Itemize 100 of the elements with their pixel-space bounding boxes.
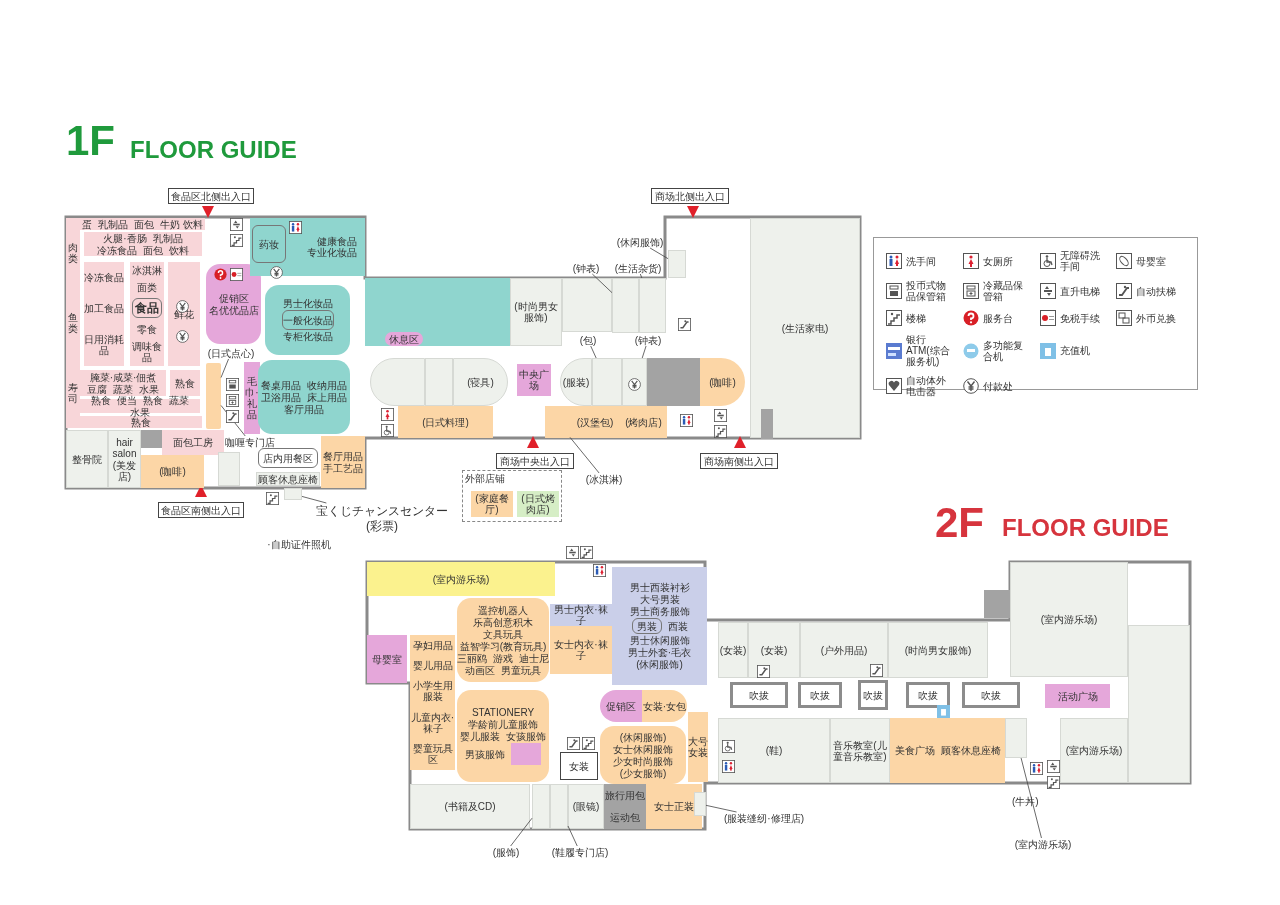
area-label: (汉堡包) <box>576 416 614 428</box>
area-label: (日式烤肉店) <box>520 493 556 515</box>
area-label: STATIONERY <box>471 707 535 718</box>
leader-line <box>569 436 600 474</box>
area-label: 加工食品 <box>84 303 124 314</box>
area-label: 蔬菜 <box>169 394 189 406</box>
entrance-sign <box>560 752 598 780</box>
legend-label: 冷藏品保管箱 <box>982 280 1024 302</box>
store-area <box>600 690 642 722</box>
legend-label: 无障碍洗手间 <box>1059 250 1101 272</box>
area-label: (钟表) <box>572 262 600 274</box>
store-area <box>1005 718 1027 758</box>
store-area <box>984 590 1010 618</box>
area-label: 男孩服饰 <box>465 748 505 760</box>
area-label: 毛巾·礼品 <box>244 376 260 420</box>
leader-line <box>1020 757 1042 839</box>
area-label: (书籍及CD) <box>444 801 496 812</box>
store-area <box>700 358 745 406</box>
area-label: 餐桌用品 <box>261 379 301 391</box>
area-label: 婴儿服装 <box>460 731 500 742</box>
atrium-void <box>858 680 888 710</box>
store-area <box>365 278 510 346</box>
area-label: 男装 <box>636 620 657 632</box>
area-label: 卫浴用品 <box>261 391 301 403</box>
area-label: 动画区 <box>465 664 495 676</box>
store-area <box>600 726 686 784</box>
area-label: (美发店) <box>111 459 138 482</box>
area-label: (咖啡) <box>709 376 736 388</box>
area-label: (休闲服饰) <box>616 236 664 248</box>
store-area <box>244 362 260 434</box>
area-label: 一般化妆品 <box>282 314 333 326</box>
store-area <box>550 626 612 674</box>
area-label: 专柜化妆品 <box>282 331 333 342</box>
area-label: (少女服饰) <box>619 767 667 779</box>
store-area <box>562 278 612 332</box>
store-area <box>560 358 592 406</box>
store-area <box>218 452 240 486</box>
store-area <box>545 406 570 438</box>
store-area <box>604 784 646 806</box>
area-label: (寝具) <box>467 376 494 388</box>
store-area <box>170 370 200 396</box>
area-label: 火腿·香肠 <box>103 232 147 244</box>
floor-title: FLOOR GUIDE <box>130 137 297 163</box>
area-label: 宝くじチャンスセンター <box>316 503 448 518</box>
store-area <box>550 784 568 829</box>
area-label: 儿童内衣·袜子 <box>410 711 455 734</box>
leader-line <box>301 496 327 504</box>
area-label: (鞋) <box>765 745 783 756</box>
zone-outline <box>132 298 162 319</box>
store-area <box>80 370 166 396</box>
leader-line <box>641 345 647 359</box>
store-area <box>568 784 604 829</box>
area-label: 整骨院 <box>72 453 102 465</box>
area-label: 吹拔 <box>863 689 883 701</box>
area-label: 运动包 <box>610 812 640 823</box>
area-label: (室内游乐场) <box>1014 838 1072 850</box>
store-area <box>800 622 888 678</box>
area-label: 男士西装衬衫 <box>629 582 690 593</box>
store-area <box>532 784 550 829</box>
store-area <box>398 406 493 438</box>
store-area <box>168 262 200 366</box>
area-label: ·自助证件照机 <box>267 538 331 550</box>
store-area <box>612 278 639 333</box>
legend-label: 女厕所 <box>982 255 1013 267</box>
atrium-void <box>906 682 950 708</box>
area-label: 男士内衣·袜子 <box>553 604 609 626</box>
area-label: 腌菜·咸菜·佃煮 <box>89 371 157 383</box>
store-area <box>620 406 667 438</box>
area-label: (时尚男女服饰) <box>513 301 559 323</box>
store-area <box>206 264 261 344</box>
store-area <box>750 218 860 438</box>
store-area <box>1045 684 1110 708</box>
area-label: 女士休闲服饰 <box>613 743 673 755</box>
area-label: (休闲服饰) <box>636 659 683 670</box>
store-area <box>84 232 202 256</box>
store-area <box>453 358 508 406</box>
area-label: 蛋 <box>82 218 93 230</box>
area-label: 活动广场 <box>1057 690 1098 702</box>
store-area <box>748 622 800 678</box>
area-label: 遥控机器人 <box>478 604 528 616</box>
area-label: 鱼类 <box>67 312 79 334</box>
area-label: 乳制品 <box>98 218 129 230</box>
area-label: 孕妇用品 <box>412 639 453 651</box>
area-label: 咖喱专门店 <box>225 436 275 448</box>
area-label: (烤肉店) <box>625 416 662 428</box>
store-area <box>647 358 700 406</box>
area-label: 豆腐 <box>87 383 107 395</box>
area-label: (咖啡) <box>159 466 186 477</box>
area-label: 大号女装 <box>688 736 708 758</box>
area-label: 西装 <box>667 620 688 632</box>
area-label: 手工艺品 <box>323 462 363 474</box>
store-area <box>410 635 455 770</box>
area-label: 面包 <box>134 218 155 230</box>
zone-outline <box>631 618 662 634</box>
area-label: 婴儿用品 <box>412 660 453 672</box>
store-area <box>410 784 530 829</box>
area-label: 寿司 <box>67 382 79 404</box>
zone-outline <box>258 448 318 468</box>
area-label: 男士休闲服饰 <box>629 635 690 646</box>
area-label: (女装) <box>719 644 747 656</box>
